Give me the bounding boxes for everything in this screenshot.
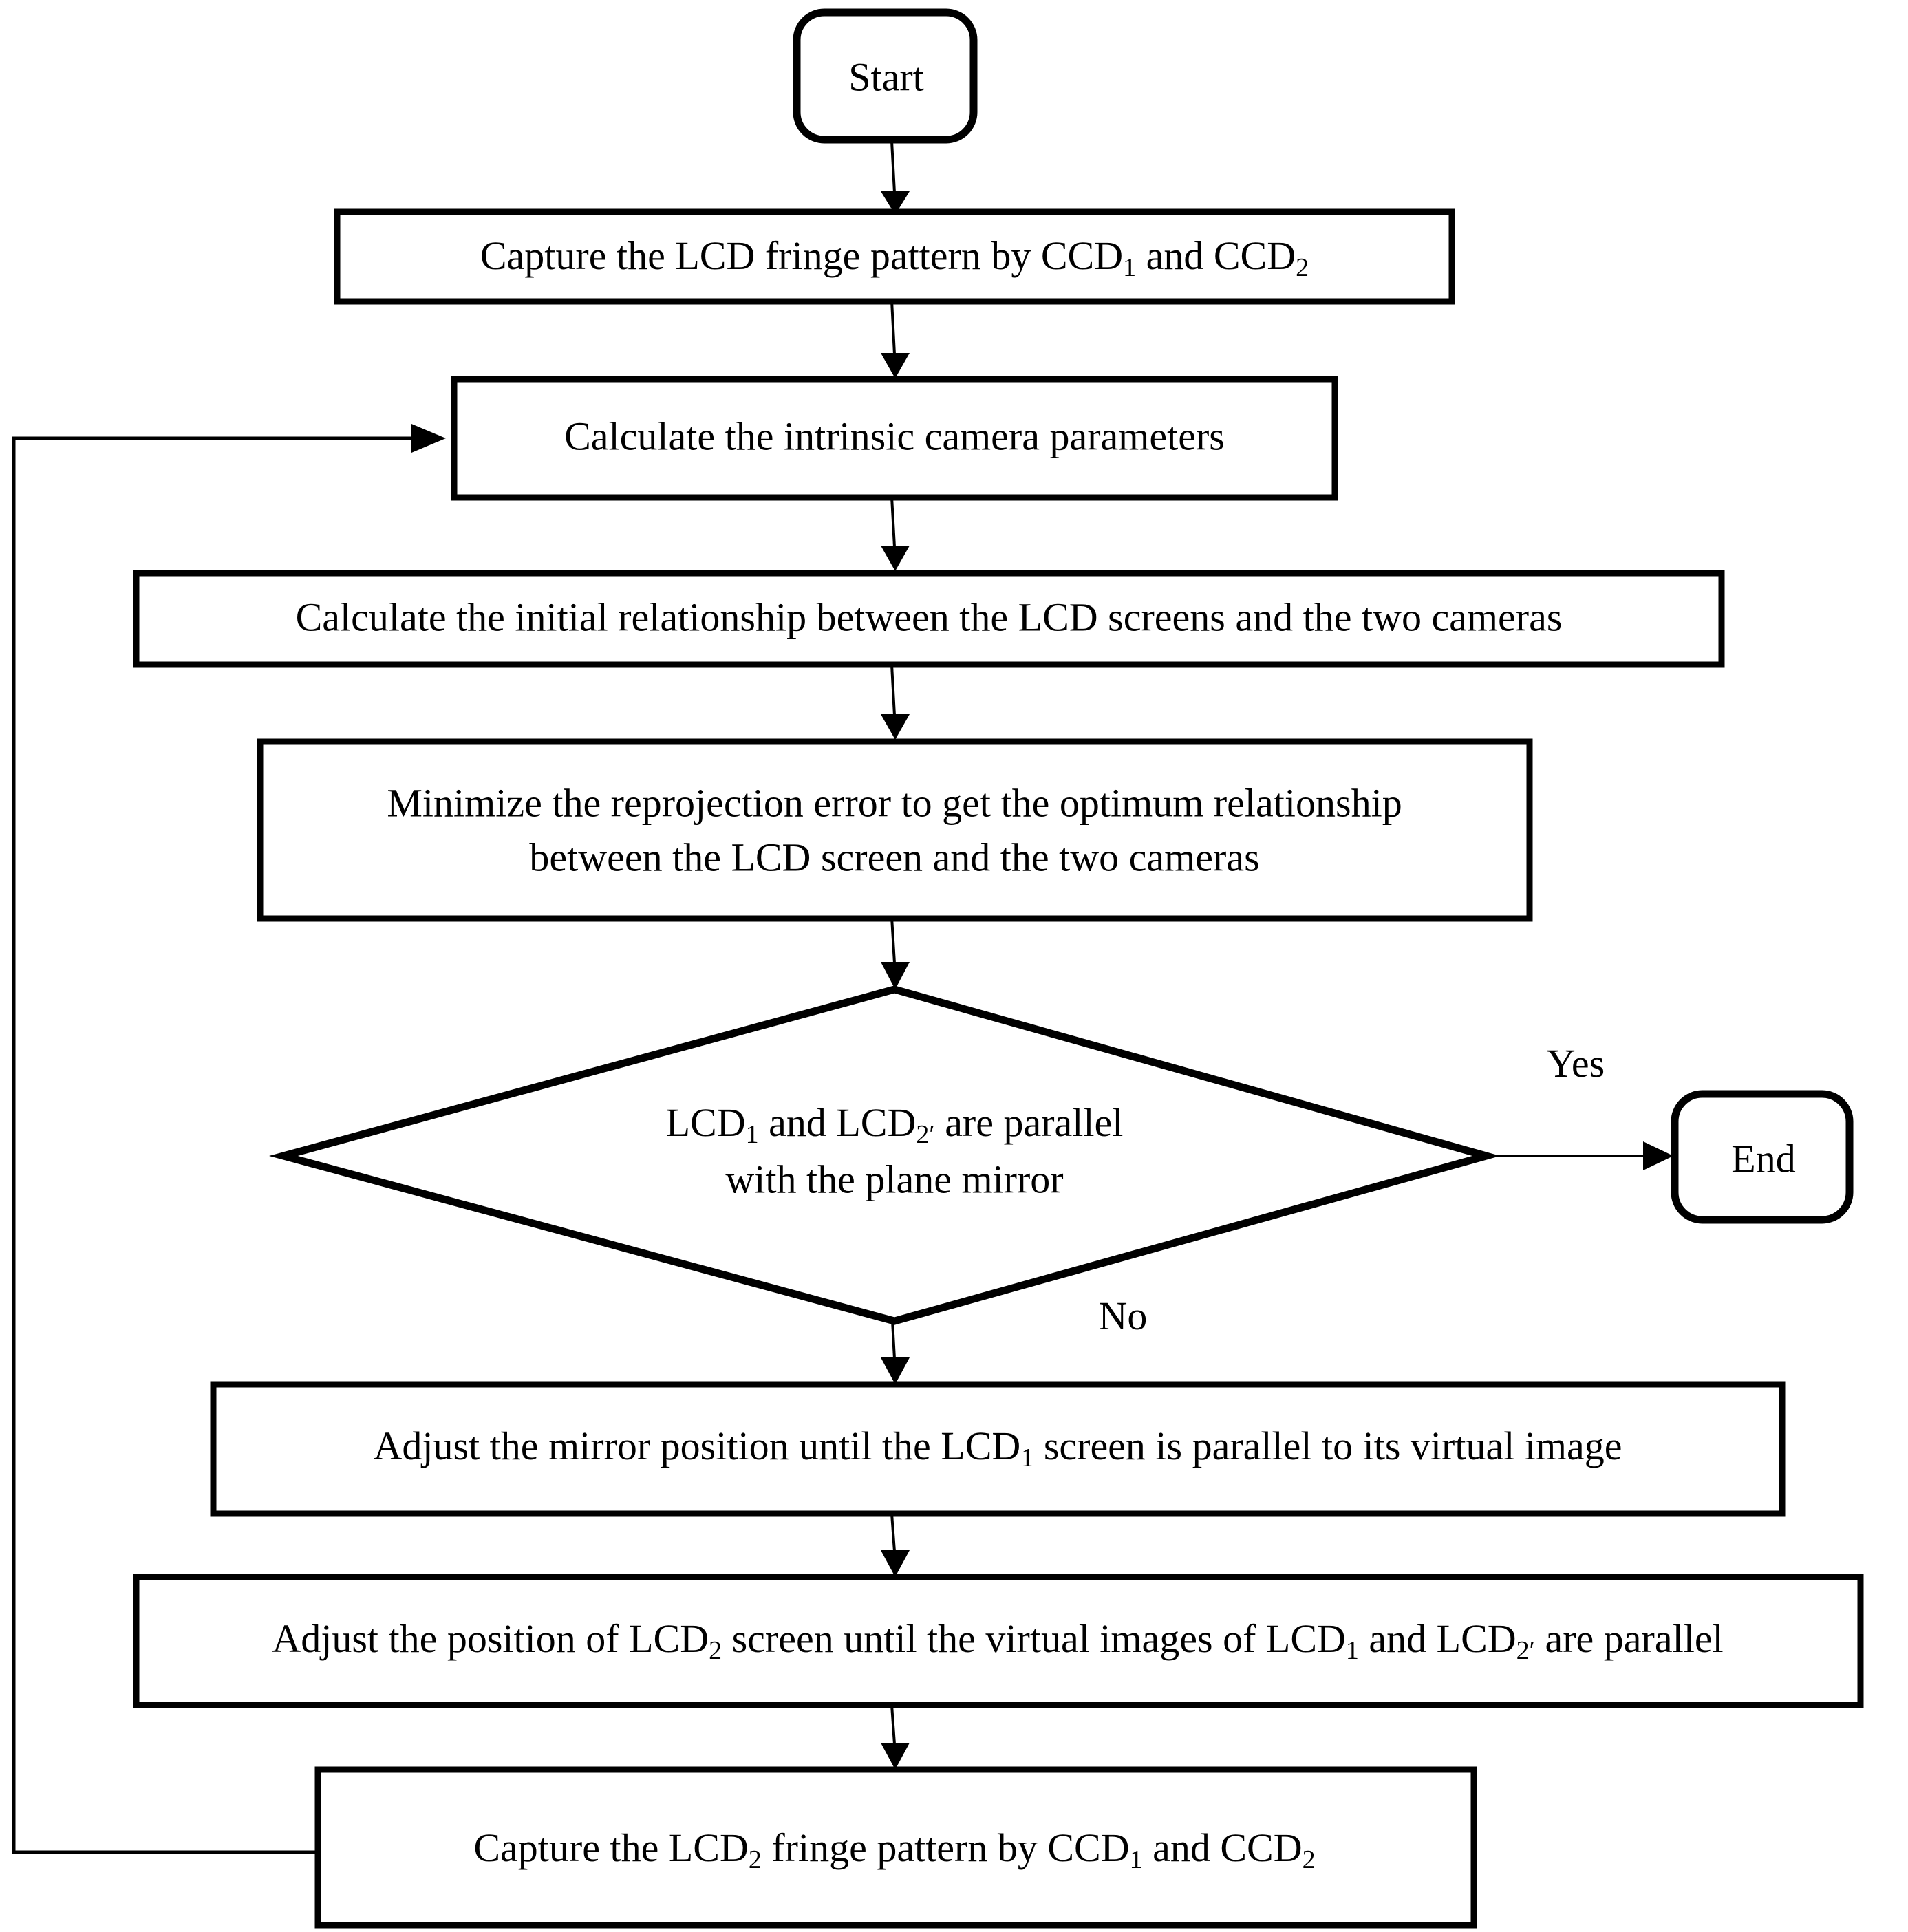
node-capture-lcd2-fringe[interactable]: Capture the LCD2 fringe pattern by CCD1 … xyxy=(314,1766,1477,1929)
node-decision-parallel[interactable]: LCD1 and LCD2′ are parallel with the pla… xyxy=(269,985,1501,1325)
edge-label-yes: Yes xyxy=(1547,1041,1605,1086)
edge-start-to-capture xyxy=(881,140,910,215)
node-start[interactable]: Start xyxy=(793,8,978,144)
node-decision-parallel-line2: with the plane mirror xyxy=(725,1157,1063,1201)
edge-adjust-lcd2-to-capture2 xyxy=(881,1704,910,1770)
node-adjust-lcd2-label: Adjust the position of LCD2 screen until… xyxy=(272,1616,1723,1664)
edge-decision-to-end xyxy=(1486,1141,1673,1170)
node-capture-lcd-fringe-label: Capture the LCD fringe pattern by CCD1 a… xyxy=(480,233,1309,281)
node-capture-lcd2-fringe-label: Capture the LCD2 fringe pattern by CCD1 … xyxy=(473,1825,1315,1874)
node-minimize-reprojection-line1: Minimize the reprojection error to get t… xyxy=(387,780,1402,825)
node-calculate-intrinsic[interactable]: Calculate the intrinsic camera parameter… xyxy=(451,376,1338,501)
edge-adjust-mirror-to-adjust-lcd2 xyxy=(881,1513,910,1577)
node-calculate-intrinsic-label: Calculate the intrinsic camera parameter… xyxy=(564,414,1225,458)
node-adjust-lcd2[interactable]: Adjust the position of LCD2 screen until… xyxy=(133,1574,1864,1708)
node-minimize-reprojection[interactable]: Minimize the reprojection error to get t… xyxy=(257,738,1533,922)
edge-feedback-to-intrinsic xyxy=(12,424,446,1854)
edge-decision-to-adjust-mirror xyxy=(881,1320,910,1384)
edge-label-no: No xyxy=(1099,1294,1148,1338)
node-adjust-mirror[interactable]: Adjust the mirror position until the LCD… xyxy=(210,1381,1786,1517)
node-adjust-mirror-label: Adjust the mirror position until the LCD… xyxy=(373,1424,1622,1472)
node-calculate-initial-relationship-label: Calculate the initial relationship betwe… xyxy=(296,594,1563,639)
node-end[interactable]: End xyxy=(1671,1090,1854,1224)
edge-minimize-to-decision xyxy=(881,916,910,989)
node-capture-lcd-fringe[interactable]: Capture the LCD fringe pattern by CCD1 a… xyxy=(334,208,1455,305)
node-end-label: End xyxy=(1731,1136,1795,1181)
node-calculate-initial-relationship[interactable]: Calculate the initial relationship betwe… xyxy=(133,570,1725,668)
edge-initial-to-minimize xyxy=(881,664,910,740)
node-minimize-reprojection-line2: between the LCD screen and the two camer… xyxy=(529,835,1259,879)
node-start-label: Start xyxy=(848,54,924,99)
node-decision-parallel-line1: LCD1 and LCD2′ are parallel xyxy=(666,1100,1124,1148)
edge-capture-to-intrinsic xyxy=(881,300,910,378)
edge-intrinsic-to-initial xyxy=(881,496,910,571)
